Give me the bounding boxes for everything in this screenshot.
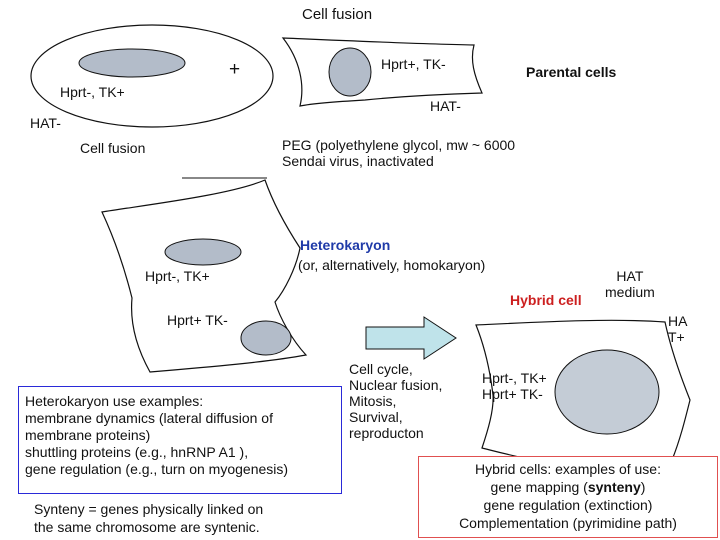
plus-sign: + (229, 59, 241, 80)
hybrid-medium-line-2: medium (605, 284, 655, 300)
gene-mapping-prefix: gene mapping ( (490, 479, 588, 495)
hybrid-uses-box: Hybrid cells: examples of use: gene mapp… (418, 456, 718, 538)
cell-a-genotype: Hprt-, TK+ (60, 84, 125, 100)
hybrid-medium-right-line-1: HA (668, 313, 688, 329)
heterokaryon-use-item: gene regulation (e.g., turn on myogenesi… (25, 461, 289, 477)
fusion-agent-peg: PEG (polyethylene glycol, mw ~ 6000 (282, 137, 516, 153)
heterokaryon-use-item: membrane dynamics (lateral diffusion of (25, 410, 273, 426)
cell-b-genotype: Hprt+, TK- (381, 56, 446, 72)
process-step: Mitosis, (349, 393, 397, 409)
hybrid-title: Hybrid cell (510, 292, 582, 308)
heterokaryon-alt: (or, alternatively, homokaryon) (298, 257, 486, 273)
parental-nucleus-b (328, 47, 372, 97)
page-title: Cell fusion (302, 6, 373, 23)
process-step: Survival, (349, 409, 403, 425)
heterokaryon-title: Heterokaryon (300, 237, 391, 253)
hybrid-genotype-line-1: Hprt-, TK+ (482, 370, 547, 386)
heterokaryon-nucleus-2-label: Hprt+ TK- (167, 312, 228, 328)
synteny-note: Synteny = genes physically linked on the… (34, 500, 263, 536)
synteny-note-line-1: Synteny = genes physically linked on (34, 501, 264, 517)
fusion-step-label: Cell fusion (80, 140, 146, 156)
hybrid-use-gene-mapping: gene mapping (synteny) (425, 478, 711, 496)
cell-b-medium: HAT- (430, 98, 461, 114)
hybrid-medium: HAT medium (605, 268, 655, 300)
parental-cells-label: Parental cells (526, 64, 617, 80)
hybrid-genotype: Hprt-, TK+ Hprt+ TK- (482, 370, 547, 402)
process-steps: Cell cycle, Nuclear fusion, Mitosis, Sur… (349, 361, 442, 441)
fusion-arrow (365, 316, 457, 360)
hybrid-medium-right-line-2: T+ (668, 329, 685, 345)
synteny-term: synteny (587, 479, 641, 495)
hybrid-nucleus (554, 349, 660, 435)
hybrid-use-complementation: Complementation (pyrimidine path) (459, 515, 677, 531)
heterokaryon-nucleus-1 (164, 238, 242, 266)
hybrid-medium-right: HA T+ (668, 313, 687, 345)
parental-nucleus-a (78, 48, 186, 78)
process-step: Nuclear fusion, (349, 377, 443, 393)
hybrid-genotype-line-2: Hprt+ TK- (482, 386, 543, 402)
process-step: reproducton (349, 425, 424, 441)
heterokaryon-use-item: shuttling proteins (e.g., hnRNP A1 ), (25, 444, 249, 460)
fusion-agents: PEG (polyethylene glycol, mw ~ 6000 Send… (282, 137, 515, 169)
process-step: Cell cycle, (349, 361, 413, 377)
heterokaryon-nucleus-1-label: Hprt-, TK+ (145, 268, 210, 284)
heterokaryon-use-item: membrane proteins) (25, 427, 151, 443)
gene-mapping-suffix: ) (640, 479, 646, 495)
heterokaryon-nucleus-2 (240, 320, 292, 356)
hybrid-uses-title: Hybrid cells: examples of use: (475, 461, 661, 477)
hybrid-use-gene-regulation: gene regulation (extinction) (483, 497, 653, 513)
fusion-agent-sendai: Sendai virus, inactivated (282, 153, 434, 169)
heterokaryon-uses-box: Heterokaryon use examples: membrane dyna… (18, 386, 342, 494)
parental-cell-b (281, 37, 483, 107)
cell-a-medium: HAT- (30, 115, 61, 131)
heterokaryon-uses-title: Heterokaryon use examples: (25, 393, 204, 409)
hybrid-medium-line-1: HAT (616, 268, 644, 284)
synteny-note-line-2: the same chromosome are syntenic. (34, 519, 260, 535)
